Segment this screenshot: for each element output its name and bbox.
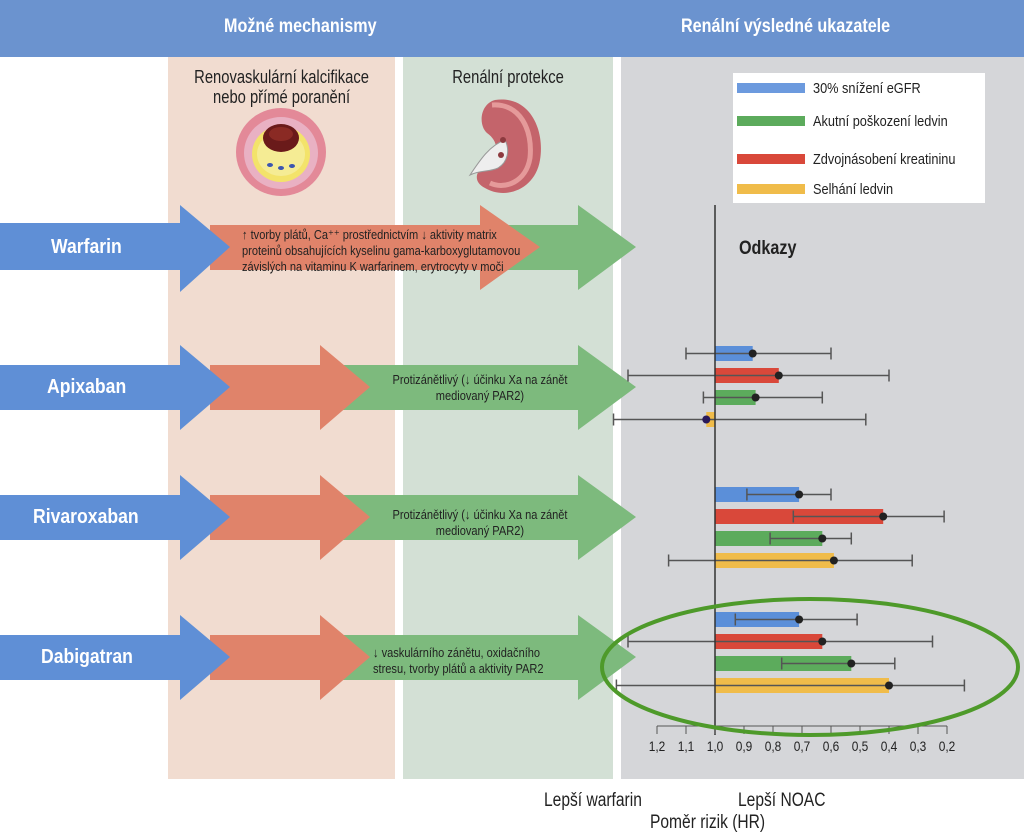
point-estimate bbox=[751, 393, 760, 402]
apixaban-arrows bbox=[0, 345, 636, 430]
legend-swatch bbox=[737, 184, 805, 194]
point-estimate bbox=[829, 556, 838, 565]
point-estimate bbox=[795, 615, 804, 624]
point-estimate bbox=[847, 659, 856, 668]
drug-label-rivaroxaban: Rivaroxaban bbox=[33, 506, 139, 528]
drug-label-warfarin: Warfarin bbox=[51, 236, 122, 258]
artery-cross-section-icon bbox=[236, 108, 326, 196]
mechanisms-title: Možné mechanismy bbox=[224, 16, 377, 37]
x-tick-label: 0,4 bbox=[880, 738, 898, 754]
point-estimate bbox=[795, 490, 804, 499]
kidney-icon bbox=[468, 99, 541, 193]
better-warfarin-label: Lepší warfarin bbox=[544, 790, 642, 811]
outcomes-title: Renální výsledné ukazatele bbox=[681, 16, 891, 37]
legend-item-egfr: 30% snížení eGFR bbox=[737, 78, 940, 98]
dabigatran-arrows bbox=[0, 615, 636, 700]
x-tick-label: 0,2 bbox=[938, 738, 956, 754]
x-tick-label: 0,7 bbox=[793, 738, 811, 754]
point-estimate bbox=[885, 681, 893, 690]
legend-swatch bbox=[737, 154, 805, 164]
legend-item-creatinine: Zdvojnásobení kreatininu bbox=[737, 149, 981, 169]
drug-label-apixaban: Apixaban bbox=[47, 376, 127, 398]
x-tick-label: 0,6 bbox=[822, 738, 840, 754]
point-estimate bbox=[748, 349, 757, 358]
point-estimate bbox=[774, 371, 783, 380]
point-estimate bbox=[702, 415, 711, 424]
point-estimate bbox=[818, 534, 827, 543]
x-tick-label: 0,3 bbox=[909, 738, 927, 754]
protection-heading: Renální protekce bbox=[452, 67, 564, 87]
mechanism-text-dabigatran: ↓ vaskulárního zánětu, oxidačního stresu… bbox=[373, 645, 544, 676]
x-tick-label: 1,1 bbox=[677, 738, 695, 754]
mechanism-text-rivaroxaban: Protizánětlivý (↓ účinku Xa na zánět med… bbox=[392, 507, 568, 538]
legend-swatch bbox=[737, 116, 805, 126]
x-tick-label: 1,0 bbox=[706, 738, 724, 754]
bar-rivaroxaban-2 bbox=[715, 531, 823, 546]
calcification-heading: Renovaskulární kalcifikace nebo přímé po… bbox=[194, 67, 369, 107]
highlight-ellipse bbox=[600, 597, 1020, 737]
chart-title: Odkazy bbox=[739, 238, 797, 259]
legend-item-kidney-failure: Selhání ledvin bbox=[737, 179, 907, 199]
x-tick-label: 1,2 bbox=[648, 738, 666, 754]
point-estimate bbox=[818, 637, 827, 646]
warfarin-arrows bbox=[0, 205, 636, 292]
x-tick-label: 0,5 bbox=[851, 738, 869, 754]
drug-label-dabigatran: Dabigatran bbox=[41, 646, 133, 668]
legend-swatch bbox=[737, 83, 805, 93]
x-axis-title: Poměr rizik (HR) bbox=[650, 812, 766, 833]
header-bar: Možné mechanismy Renální výsledné ukazat… bbox=[0, 0, 1024, 57]
rivaroxaban-arrows bbox=[0, 475, 636, 560]
point-estimate bbox=[879, 512, 888, 521]
mechanism-text-warfarin: ↑ tvorby plátů, Ca⁺⁺ prostřednictvím ↓ a… bbox=[242, 227, 521, 274]
mechanism-text-apixaban: Protizánětlivý (↓ účinku Xa na zánět med… bbox=[392, 372, 568, 403]
better-noac-label: Lepší NOAC bbox=[738, 790, 826, 811]
chart-legend: 30% snížení eGFR Akutní poškození ledvin… bbox=[733, 73, 985, 203]
legend-item-aki: Akutní poškození ledvin bbox=[737, 111, 971, 131]
x-tick-label: 0,8 bbox=[764, 738, 782, 754]
x-tick-label: 0,9 bbox=[735, 738, 753, 754]
